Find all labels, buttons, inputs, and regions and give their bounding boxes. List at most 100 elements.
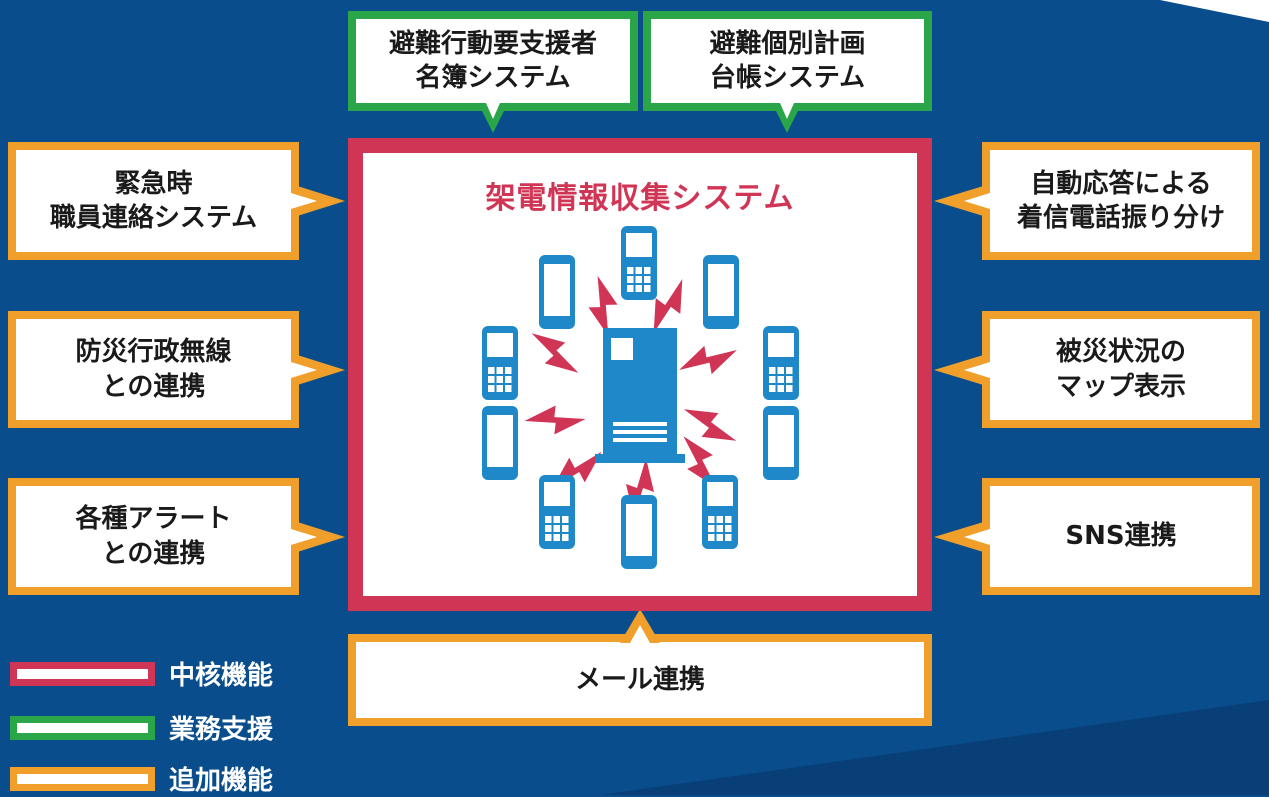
- lightning-bolt-icon: [683, 409, 737, 441]
- sns-link-pointer: [934, 520, 990, 554]
- evacuation-plan-ledger-line2: 台帳システム: [709, 63, 866, 93]
- phone-key-icon: [786, 367, 793, 374]
- server-base-icon: [595, 454, 685, 463]
- phone-key-icon: [716, 534, 723, 541]
- phone-screen-icon: [707, 482, 733, 506]
- legend-additional-swatch: [10, 766, 155, 791]
- evacuation-plan-ledger-box: 避難個別計画 台帳システム: [643, 11, 932, 111]
- smartphone-screen-icon: [487, 415, 513, 467]
- mail-link-box: メール連携: [348, 634, 932, 726]
- lightning-bolt-icon: [679, 345, 737, 375]
- phone-key-icon: [725, 525, 732, 532]
- phone-key-icon: [562, 516, 569, 523]
- smartphone-screen-icon: [626, 504, 652, 556]
- legend-business-support-label: 業務支援: [169, 715, 274, 745]
- phone-key-icon: [777, 367, 784, 374]
- disaster-radio-link-pointer: [291, 353, 345, 387]
- lightning-bolt-icon: [524, 405, 586, 435]
- lightning-bolt-icon: [531, 333, 579, 373]
- damage-map-box: 被災状況の マップ表示: [982, 311, 1260, 428]
- phone-key-icon: [496, 367, 503, 374]
- phone-screen-icon: [544, 482, 570, 506]
- auto-response-routing-line2: 着信電話振り分け: [1016, 203, 1225, 233]
- emergency-staff-contact-line2: 職員連絡システム: [49, 203, 258, 233]
- mail-link-line1: メール連携: [574, 664, 705, 695]
- call-info-collection-system: 架電情報収集システム: [348, 138, 932, 611]
- phone-key-icon: [635, 285, 642, 292]
- phone-key-icon: [635, 267, 642, 274]
- phone-key-icon: [505, 376, 512, 383]
- damage-map-line1: 被災状況の: [1055, 337, 1186, 368]
- alerts-link-line2: との連携: [101, 538, 206, 569]
- phone-key-icon: [553, 534, 560, 541]
- phone-key-icon: [627, 276, 634, 283]
- server-panel-icon: [611, 338, 633, 360]
- sns-link-line1: SNS連携: [1065, 521, 1177, 552]
- legend-core-label: 中核機能: [169, 661, 274, 691]
- lightning-bolt-icon: [653, 278, 683, 334]
- alerts-link-box: 各種アラート との連携: [8, 478, 299, 595]
- phone-screen-icon: [487, 333, 513, 357]
- lightning-bolt-icon: [683, 436, 717, 488]
- phone-key-icon: [627, 285, 634, 292]
- smartphone-screen-icon: [768, 415, 794, 467]
- disaster-radio-link-line2: との連携: [101, 371, 206, 402]
- core-title: 架電情報収集システム: [485, 181, 795, 216]
- mail-link-pointer: [620, 609, 660, 643]
- phone-key-icon: [488, 385, 495, 392]
- server-vent-icon: [613, 422, 667, 426]
- legend-core-swatch: [10, 661, 155, 686]
- server-vent-icon: [613, 430, 667, 434]
- legend-additional-label: 追加機能: [169, 766, 274, 796]
- phone-key-icon: [488, 367, 495, 374]
- emergency-staff-contact-box: 緊急時 職員連絡システム: [8, 142, 299, 260]
- auto-response-routing-pointer: [934, 184, 990, 218]
- server-vent-icon: [613, 438, 667, 442]
- evacuation-support-roster-box: 避難行動要支援者 名簿システム: [348, 11, 638, 111]
- auto-response-routing-box: 自動応答による 着信電話振り分け: [982, 142, 1260, 260]
- lightning-bolt-icon: [588, 275, 618, 337]
- phone-key-icon: [545, 525, 552, 532]
- phone-key-icon: [777, 385, 784, 392]
- disaster-radio-link-box: 防災行政無線 との連携: [8, 311, 299, 428]
- phone-key-icon: [496, 385, 503, 392]
- phone-key-icon: [505, 367, 512, 374]
- phone-key-icon: [505, 385, 512, 392]
- legend-core: 中核機能: [10, 655, 273, 692]
- phone-network-illustration: [482, 226, 799, 569]
- damage-map-pointer: [934, 353, 990, 387]
- evacuation-support-roster-pointer: [478, 103, 508, 133]
- phone-key-icon: [708, 534, 715, 541]
- phone-key-icon: [553, 525, 560, 532]
- phone-key-icon: [635, 276, 642, 283]
- phone-key-icon: [716, 516, 723, 523]
- alerts-link-line1: 各種アラート: [75, 504, 232, 535]
- phone-key-icon: [545, 534, 552, 541]
- phone-key-icon: [725, 534, 732, 541]
- phone-screen-icon: [768, 333, 794, 357]
- phone-key-icon: [725, 516, 732, 523]
- smartphone-screen-icon: [544, 264, 570, 316]
- phone-key-icon: [562, 525, 569, 532]
- evacuation-plan-ledger-line1: 避難個別計画: [709, 28, 866, 59]
- evacuation-support-roster-line2: 名簿システム: [415, 63, 571, 93]
- phone-key-icon: [562, 534, 569, 541]
- legend-business-support: 業務支援: [10, 709, 273, 746]
- phone-key-icon: [496, 376, 503, 383]
- evacuation-plan-ledger-pointer: [772, 103, 802, 133]
- phone-key-icon: [644, 285, 651, 292]
- sns-link-box: SNS連携: [982, 478, 1260, 595]
- auto-response-routing-line1: 自動応答による: [1030, 168, 1212, 199]
- phone-screen-icon: [626, 233, 652, 257]
- phone-key-icon: [488, 376, 495, 383]
- emergency-staff-contact-pointer: [291, 184, 345, 218]
- phone-key-icon: [716, 525, 723, 532]
- smartphone-screen-icon: [708, 264, 734, 316]
- alerts-link-pointer: [291, 520, 345, 554]
- evacuation-support-roster-line1: 避難行動要支援者: [388, 28, 597, 59]
- phone-key-icon: [769, 367, 776, 374]
- phone-key-icon: [545, 516, 552, 523]
- phone-key-icon: [553, 516, 560, 523]
- legend-additional: 追加機能: [10, 760, 273, 797]
- phone-key-icon: [627, 267, 634, 274]
